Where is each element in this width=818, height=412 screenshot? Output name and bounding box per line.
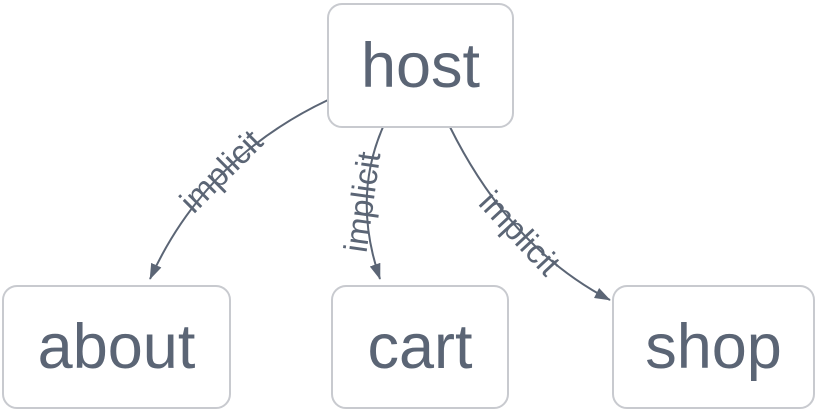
node-cart-box	[331, 285, 509, 409]
edge-label-host-cart: implicit	[337, 149, 388, 254]
edge-label-host-shop: implicit	[472, 184, 568, 283]
node-host-label: host	[361, 31, 481, 101]
node-cart: cart	[331, 285, 509, 409]
node-shop-label: shop	[645, 312, 782, 382]
node-group: host about cart shop	[2, 3, 815, 409]
edge-host-about	[149, 99, 329, 280]
edge-label-group: implicit implicit implicit	[172, 122, 568, 282]
edge-host-cart	[365, 126, 384, 280]
node-shop: shop	[612, 285, 815, 409]
edge-label-host-about: implicit	[172, 122, 269, 219]
node-about: about	[2, 285, 231, 409]
edge-group	[149, 99, 611, 301]
node-shop-box	[612, 285, 815, 409]
node-host: host	[327, 3, 514, 128]
node-host-box	[327, 3, 514, 128]
node-cart-label: cart	[367, 312, 473, 382]
edge-host-shop	[449, 126, 611, 301]
node-about-box	[2, 285, 231, 409]
node-about-label: about	[38, 312, 196, 382]
